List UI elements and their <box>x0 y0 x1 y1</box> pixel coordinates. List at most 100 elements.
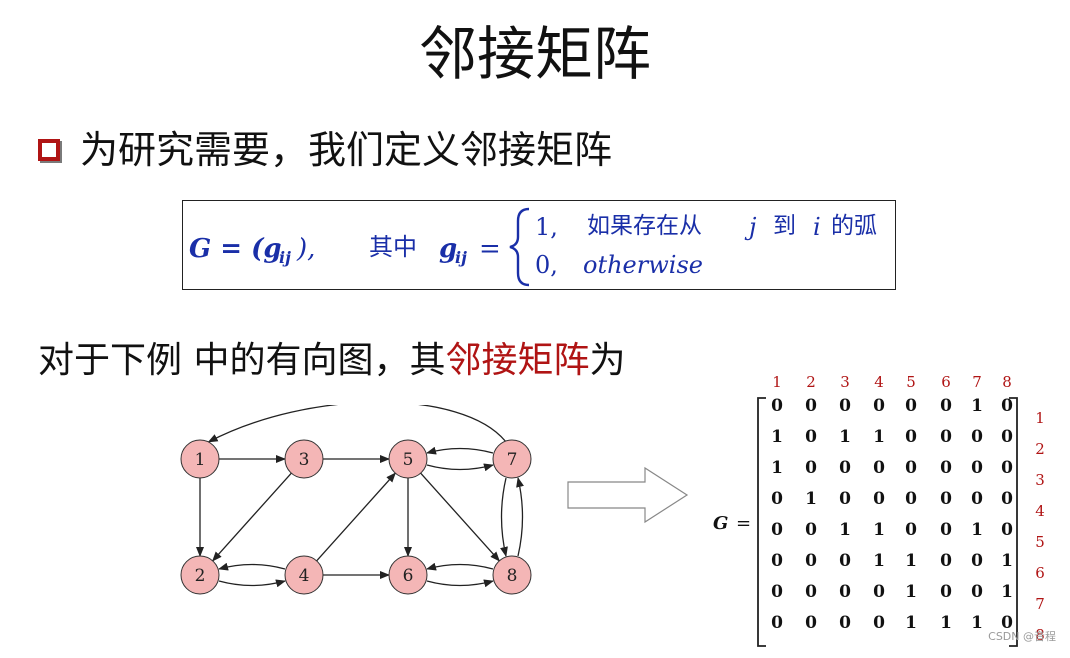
matrix-cell: 0 <box>873 396 885 416</box>
graph-node-4 <box>284 555 324 595</box>
graph-edge-4-to-2 <box>218 562 286 571</box>
matrix-col-label: 4 <box>874 373 884 391</box>
matrix-cell: 1 <box>971 520 983 540</box>
graph-node-label: 8 <box>507 566 518 586</box>
matrix-col-label: 2 <box>806 373 816 391</box>
formula-where: 其中 <box>369 233 417 261</box>
matrix-cell: 1 <box>873 520 885 540</box>
matrix-row-label: 2 <box>1035 440 1045 458</box>
matrix-cell: 1 <box>873 427 885 447</box>
matrix-cell: 0 <box>839 551 851 571</box>
matrix-cell: 0 <box>805 427 817 447</box>
matrix-cell: 0 <box>839 458 851 478</box>
graph-edge-4-to-5 <box>316 472 396 562</box>
formula-g: g <box>439 234 457 264</box>
matrix-cell: 0 <box>771 489 783 509</box>
definition-formula-box: G = (g ij ), 其中 g ij = 1, 如果存在从 j 到 i 的弧… <box>182 200 896 290</box>
matrix-cell: 0 <box>971 458 983 478</box>
formula-g-sub: ij <box>455 248 467 267</box>
example-sentence: 对于下例 中的有向图，其邻接矩阵为 <box>38 336 625 386</box>
graph-edge-8-to-6 <box>426 562 494 571</box>
bullet-line: 为研究需要，我们定义邻接矩阵 <box>38 122 612 178</box>
graph-node-label: 7 <box>507 450 518 470</box>
matrix-row-label: 7 <box>1035 595 1045 613</box>
matrix-cell: 0 <box>839 396 851 416</box>
matrix-cell: 1 <box>905 551 917 571</box>
graph-edge-7-to-8 <box>500 477 508 557</box>
case1-i: i <box>813 213 821 241</box>
matrix-cell: 0 <box>905 427 917 447</box>
matrix-cell: 0 <box>940 520 952 540</box>
matrix-cell: 0 <box>1001 396 1013 416</box>
graph-node-3 <box>284 439 324 479</box>
matrix-cell: 0 <box>805 458 817 478</box>
graph-node-label: 4 <box>299 566 310 586</box>
graph-edge-5-to-8 <box>420 472 500 562</box>
matrix-cell: 0 <box>940 396 952 416</box>
matrix-cell: 0 <box>905 489 917 509</box>
matrix-col-label: 1 <box>772 373 782 391</box>
matrix-cell: 0 <box>1001 458 1013 478</box>
matrix-cell: 1 <box>1001 551 1013 571</box>
case1-text-a: 如果存在从 <box>587 213 702 239</box>
matrix-cell: 1 <box>771 427 783 447</box>
matrix-cell: 0 <box>771 551 783 571</box>
case1-j: j <box>744 213 757 241</box>
matrix-left-bracket-icon <box>757 397 766 647</box>
graph-node-1 <box>180 439 220 479</box>
matrix-cell: 1 <box>971 396 983 416</box>
graph-node-label: 6 <box>403 566 414 586</box>
matrix-cell: 1 <box>971 613 983 633</box>
matrix-cell: 0 <box>940 551 952 571</box>
formula-eq: = <box>479 234 501 264</box>
matrix-row-label: 3 <box>1035 471 1045 489</box>
matrix-cell: 0 <box>839 613 851 633</box>
case1-text-b: 到 <box>773 213 796 239</box>
matrix-cell: 0 <box>873 613 885 633</box>
matrix-cell: 0 <box>771 613 783 633</box>
matrix-cell: 1 <box>839 520 851 540</box>
matrix-col-label: 5 <box>906 373 916 391</box>
matrix-cell: 0 <box>1001 427 1013 447</box>
graph-node-5 <box>388 439 428 479</box>
matrix-cell: 0 <box>971 489 983 509</box>
matrix-cell: 0 <box>873 458 885 478</box>
matrix-cell: 0 <box>805 396 817 416</box>
example-text-before: 对于下例 中的有向图，其 <box>38 340 446 381</box>
graph-edge-7-to-5 <box>426 446 494 455</box>
matrix-cell: 1 <box>805 489 817 509</box>
matrix-col-label: 7 <box>972 373 982 391</box>
matrix-cell: 0 <box>839 582 851 602</box>
matrix-cell: 0 <box>805 582 817 602</box>
graph-edge-3-to-2 <box>212 472 292 562</box>
matrix-cell: 1 <box>940 613 952 633</box>
watermark: CSDN @音程 <box>988 630 1056 643</box>
graph-node-label: 2 <box>195 566 206 586</box>
matrix-cell: 0 <box>805 613 817 633</box>
matrix-cell: 0 <box>771 520 783 540</box>
matrix-cell: 0 <box>940 427 952 447</box>
matrix-cell: 0 <box>940 582 952 602</box>
matrix-cell: 0 <box>771 582 783 602</box>
graph-node-6 <box>388 555 428 595</box>
matrix-cell: 0 <box>771 396 783 416</box>
graph-node-label: 1 <box>195 450 206 470</box>
definition-formula: G = (g ij ), 其中 g ij = 1, 如果存在从 j 到 i 的弧… <box>189 207 877 287</box>
matrix-row-label: 5 <box>1035 533 1045 551</box>
formula-lhs-sub: ij <box>279 248 291 267</box>
graph-node-7 <box>492 439 532 479</box>
matrix-cell: 1 <box>839 427 851 447</box>
matrix-cell: 0 <box>971 427 983 447</box>
right-arrow-icon <box>567 466 689 524</box>
matrix-cell: 0 <box>805 520 817 540</box>
matrix-cell: 0 <box>873 489 885 509</box>
matrix-cell: 0 <box>1001 613 1013 633</box>
case1-text-c: 的弧 <box>831 213 877 239</box>
matrix-cell: 0 <box>1001 489 1013 509</box>
matrix-row-label: 1 <box>1035 409 1045 427</box>
graph-node-label: 3 <box>299 450 310 470</box>
graph-edge-2-to-4 <box>218 579 286 588</box>
page-title: 邻接矩阵 <box>418 20 651 88</box>
matrix-col-label: 6 <box>941 373 951 391</box>
matrix-right-bracket-icon <box>1009 397 1018 647</box>
